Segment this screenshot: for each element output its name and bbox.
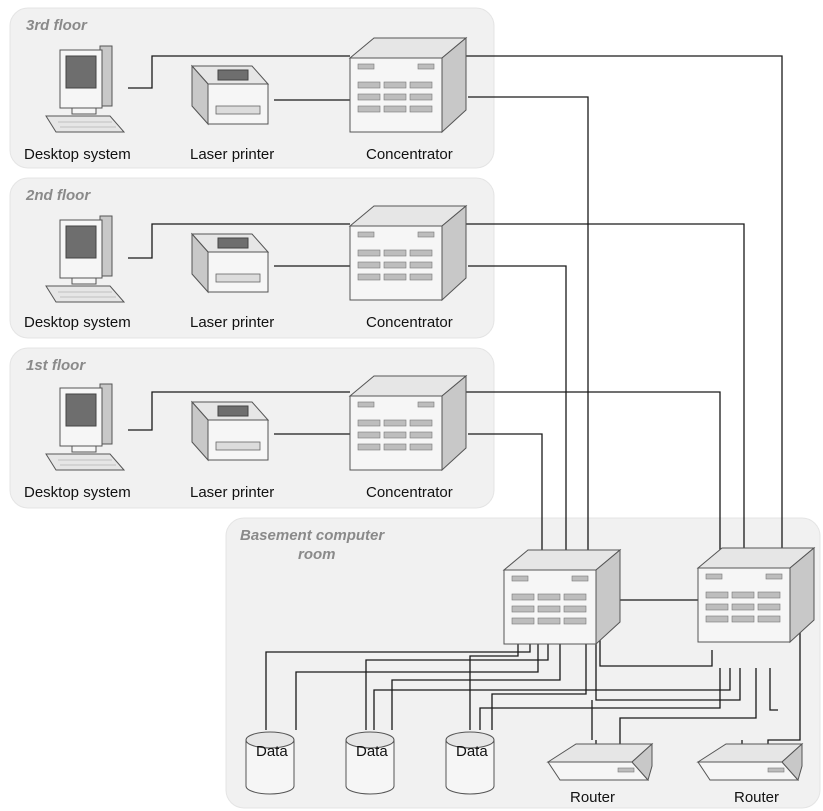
floor2-concentrator-label: Concentrator <box>366 314 453 331</box>
data-store-3-label: Data <box>456 743 488 760</box>
floor2-desktop-label: Desktop system <box>24 314 131 331</box>
data-store-2-label: Data <box>356 743 388 760</box>
basement-title: Basement computer <box>240 527 385 544</box>
floor2-title: 2nd floor <box>25 187 91 204</box>
floor3-printer <box>191 65 269 125</box>
floor3-desktop-label: Desktop system <box>24 146 131 163</box>
floor1-printer-label: Laser printer <box>190 484 274 501</box>
floor1-printer <box>191 401 269 461</box>
router-1-label: Router <box>570 789 615 806</box>
basement-hub-b <box>697 547 815 643</box>
floor1-title: 1st floor <box>26 357 86 374</box>
floor3-printer-label: Laser printer <box>190 146 274 163</box>
floor3-title: 3rd floor <box>26 17 88 34</box>
floor2-printer-label: Laser printer <box>190 314 274 331</box>
data-store-1-label: Data <box>256 743 288 760</box>
data-store-2 <box>345 731 395 795</box>
router-2-label: Router <box>734 789 779 806</box>
floor1-concentrator <box>349 375 467 471</box>
floor1-desktop-label: Desktop system <box>24 484 131 501</box>
floor3-concentrator <box>349 37 467 133</box>
basement-title-line2: room <box>298 546 336 563</box>
floor2-printer <box>191 233 269 293</box>
floor3-concentrator-label: Concentrator <box>366 146 453 163</box>
data-store-3 <box>445 731 495 795</box>
floor1-concentrator-label: Concentrator <box>366 484 453 501</box>
data-store-1 <box>245 731 295 795</box>
basement-hub-a <box>503 549 621 645</box>
cabling <box>128 55 810 760</box>
floor2-concentrator <box>349 205 467 301</box>
